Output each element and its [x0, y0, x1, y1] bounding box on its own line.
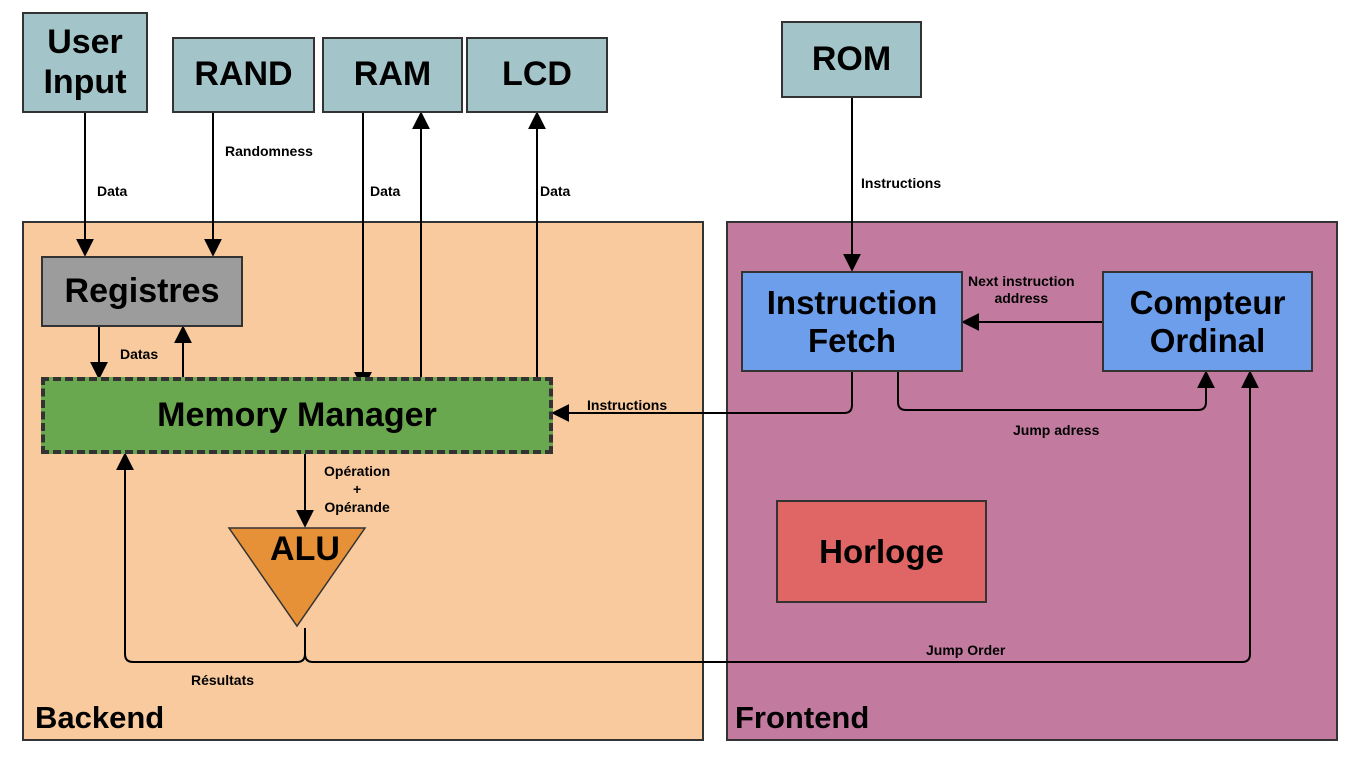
- label-operation-operande: Opération + Opérande: [324, 463, 391, 516]
- alu-block[interactable]: [227, 526, 367, 628]
- registres-block[interactable]: Registres: [41, 256, 243, 327]
- edge-alu-to-compteur: [304, 370, 1259, 663]
- label-ram-data: Data: [370, 183, 401, 199]
- label-jump-order: Jump Order: [926, 642, 1006, 658]
- label-rom-instructions: Instructions: [861, 175, 942, 191]
- rom-block[interactable]: ROM: [781, 21, 922, 98]
- edge-fetch-to-compteur: [897, 370, 1215, 411]
- label-resultats: Résultats: [191, 672, 255, 688]
- memory-manager-block[interactable]: Memory Manager: [41, 377, 553, 454]
- lcd-block[interactable]: LCD: [466, 37, 608, 113]
- label-instructions-to-mm: Instructions: [587, 397, 668, 413]
- label-randomness: Randomness: [225, 143, 313, 159]
- rand-block[interactable]: RAND: [172, 37, 315, 113]
- horloge-block[interactable]: Horloge: [776, 500, 987, 603]
- label-jump-adress: Jump adress: [1013, 422, 1100, 438]
- ram-block[interactable]: RAM: [322, 37, 463, 113]
- instruction-fetch-block[interactable]: Instruction Fetch: [741, 271, 963, 372]
- user-input-block[interactable]: User Input: [22, 12, 148, 113]
- edge-fetch-to-mm: [551, 371, 853, 422]
- label-next-instruction-address: Next instruction address: [968, 273, 1075, 306]
- label-datas: Datas: [120, 346, 159, 362]
- compteur-ordinal-block[interactable]: Compteur Ordinal: [1102, 271, 1313, 372]
- label-user-input-data: Data: [97, 183, 128, 199]
- frontend-title: Frontend: [735, 700, 870, 735]
- backend-title: Backend: [35, 700, 165, 735]
- alu-shape: [227, 527, 367, 628]
- alu-label: ALU: [270, 530, 340, 568]
- label-lcd-data: Data: [540, 183, 571, 199]
